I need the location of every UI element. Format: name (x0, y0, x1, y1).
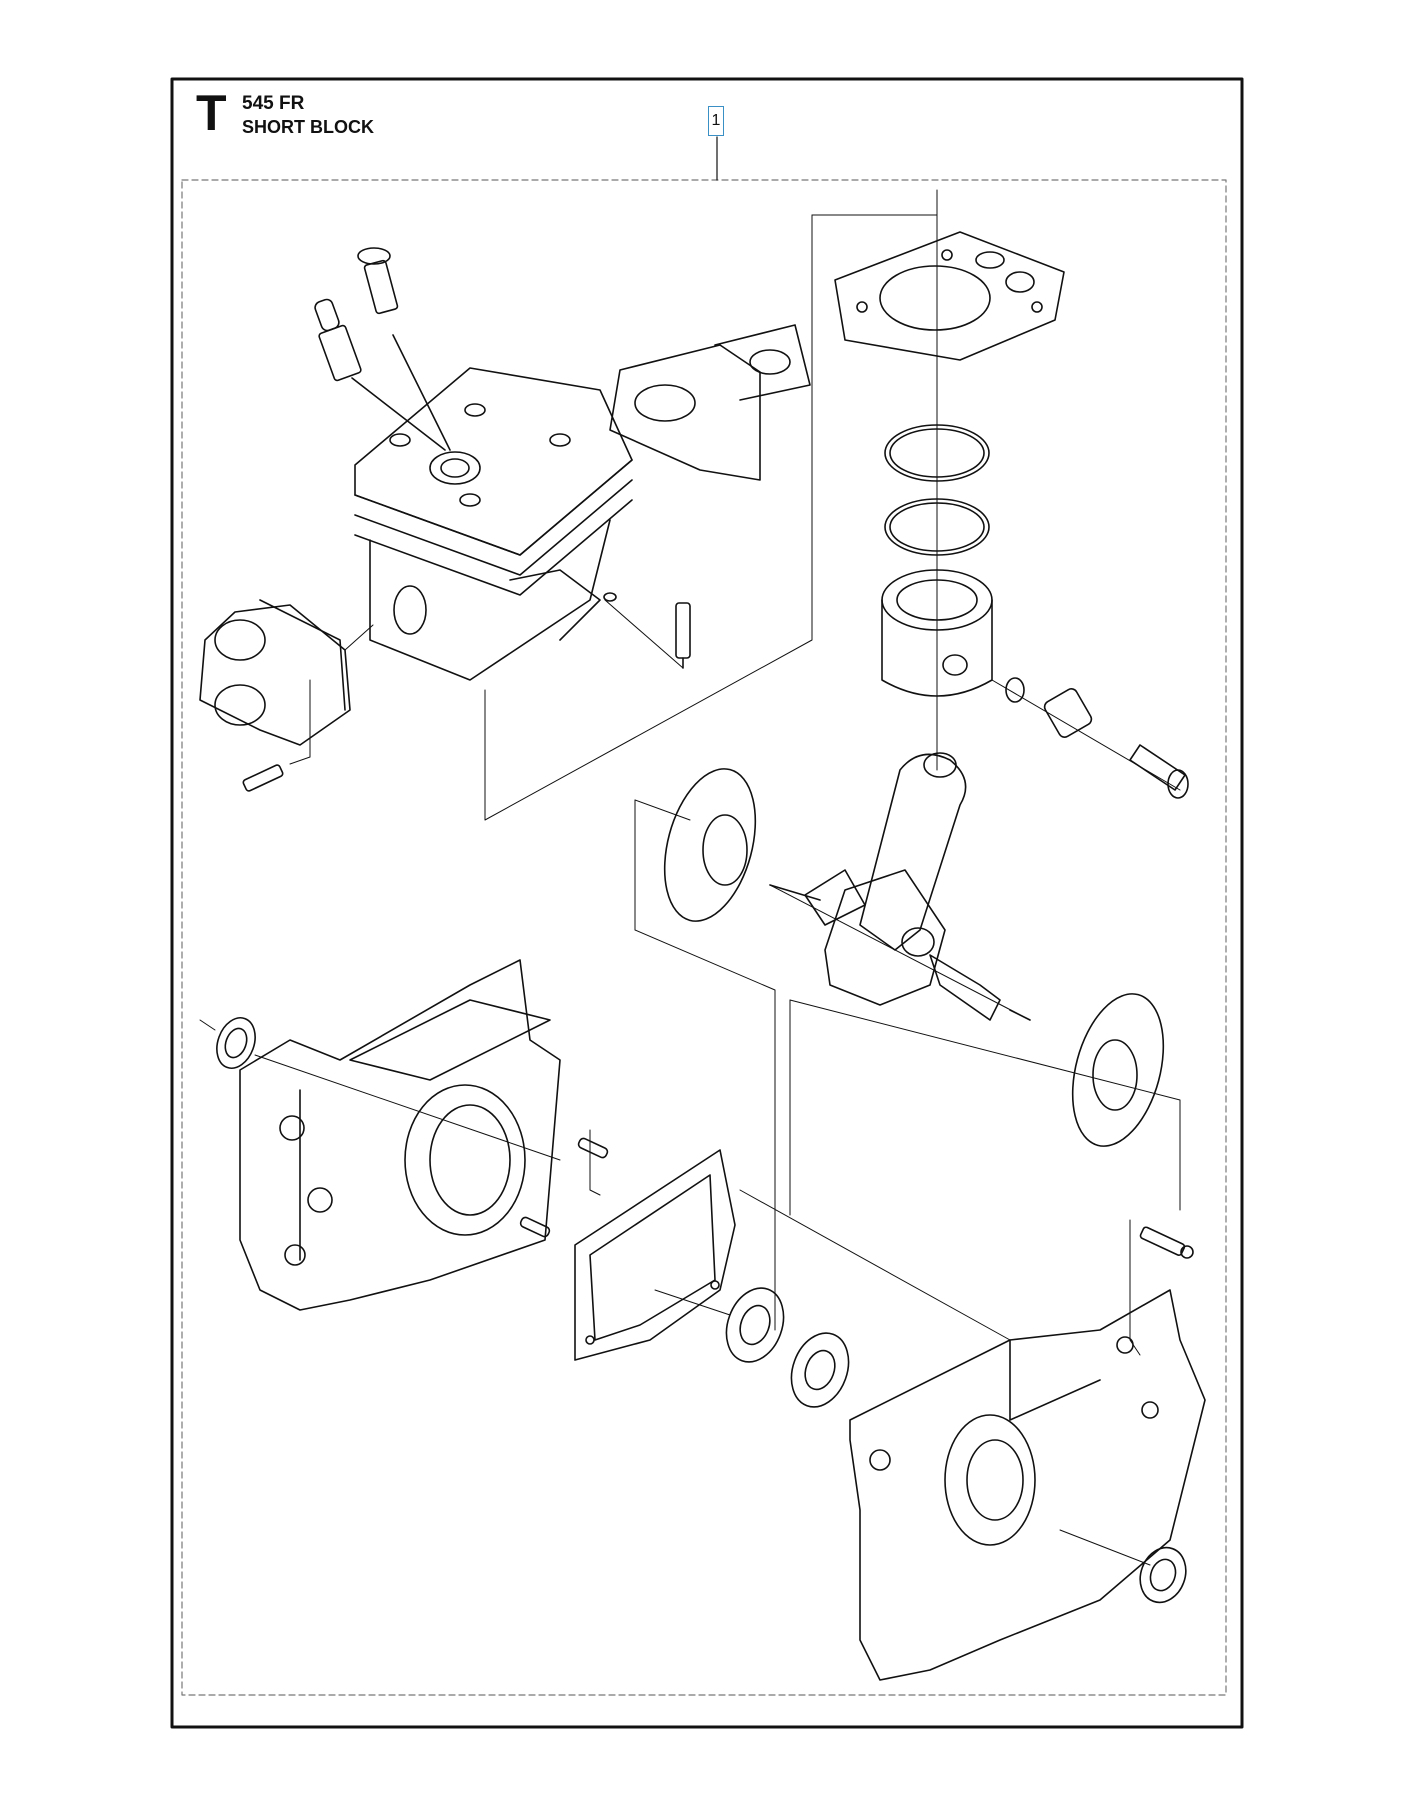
page-title: SHORT BLOCK (242, 117, 374, 137)
piston-pin-circlip (1005, 677, 1025, 703)
guide-pin (519, 1216, 551, 1238)
oil-seal (1139, 1546, 1187, 1604)
callout-1[interactable]: 1 (708, 106, 724, 136)
screw (242, 764, 284, 792)
page-frame (170, 77, 1244, 1729)
screw (675, 602, 691, 669)
crankcase-left (239, 959, 561, 1311)
cylinder-base-gasket (834, 231, 1065, 361)
kit-boundary (181, 179, 1227, 1696)
cylinder (354, 367, 633, 681)
muffler-gasket (609, 324, 811, 481)
section-letter: T (196, 85, 227, 141)
crankshaft (769, 752, 1031, 1021)
crankcase-gasket (574, 1149, 736, 1361)
decompression-valve (357, 247, 451, 451)
crankcase-right (849, 1289, 1206, 1681)
guide-pin (577, 1137, 609, 1159)
spark-plug (314, 298, 446, 451)
ball-bearing (790, 1332, 850, 1408)
piston-pin (1129, 744, 1189, 799)
model-name: 545 FR (242, 93, 305, 114)
screw (1139, 1226, 1194, 1259)
crank-washer (663, 768, 757, 922)
ball-bearing (725, 1287, 785, 1363)
needle-bearing (1043, 688, 1093, 738)
intake-manifold (199, 599, 351, 746)
oil-seal (216, 1017, 256, 1069)
crank-washer (1071, 993, 1165, 1147)
